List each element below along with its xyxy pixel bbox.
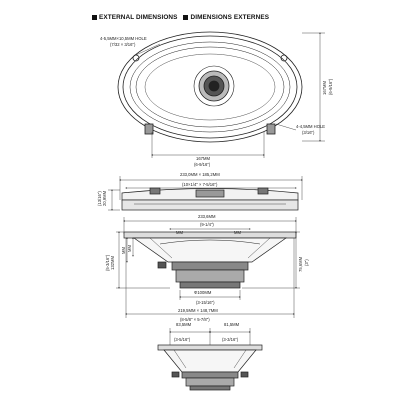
front-view [108, 176, 303, 211]
bottom-right-dim-in: (3-3/16") [222, 337, 239, 342]
side-left-dim-a: 132MM [110, 256, 115, 270]
front-height-dim-in: (13/16") [97, 191, 102, 206]
top-height-dim: 167MM [322, 81, 327, 95]
side-bottom-dim-b-in: (8-5/8" × 5-7/8") [180, 317, 210, 322]
top-width-dim-in: (6-9/16") [194, 162, 211, 167]
cone [144, 53, 276, 121]
bottom-view [157, 328, 263, 391]
side-view [116, 217, 300, 318]
surround-outer [129, 41, 291, 133]
frame-rim [122, 35, 298, 139]
side-bottom-dim-b: 219,5MM × 148,7MM [178, 308, 218, 313]
front-width-dim: 233,0MM × 185,2MM [180, 172, 220, 177]
header-fr-label: DIMENSIONS EXTERNES [190, 13, 270, 21]
top-view [117, 31, 325, 158]
mount-tab-left [144, 123, 154, 135]
mount-hole [280, 54, 288, 62]
bottom-left-dim-in: (3-5/16") [174, 337, 191, 342]
top-hole-dim: 4-5,5MM×10,5MM HOLE [100, 36, 147, 41]
side-hole-dim-in: (3/16") [302, 130, 315, 135]
top-width-dim: 167MM [196, 156, 210, 161]
side-bottom-dim-a-in: (3-15/16") [196, 300, 215, 305]
tweeter-center [208, 80, 220, 92]
header: EXTERNAL DIMENSIONS DIMENSIONS EXTERNES [92, 12, 269, 22]
mount-tab-right [266, 123, 276, 135]
square-bullet-icon [92, 14, 97, 20]
side-top-dim-in: (9-1/4") [200, 222, 214, 227]
side-inner-dim-a: MM [176, 230, 183, 235]
side-left-dim-b: MM [121, 247, 126, 254]
outer-frame [117, 31, 303, 143]
side-bottom-dim-a: Φ100MM [194, 290, 212, 295]
top-height-dim-in: (6-9/16") [328, 78, 333, 95]
side-top-dim: 233,6MM [198, 214, 216, 219]
bottom-left-dim: 83,5MM [176, 322, 192, 327]
surround-inner [135, 46, 285, 128]
side-depth-dim-in: (3") [304, 259, 309, 266]
square-bullet-icon [183, 14, 189, 20]
tweeter-ring [193, 65, 235, 107]
side-left-dim-c: MM [127, 245, 132, 252]
header-en: EXTERNAL DIMENSIONS [92, 14, 177, 21]
side-depth-dim: 75,6MM [298, 256, 303, 272]
bottom-right-dim: 81,5MM [224, 322, 240, 327]
side-hole-dim: 4-4,5MM HOLE [296, 124, 325, 129]
front-height-dim: 20,9MM [102, 190, 107, 206]
side-inner-dim-b: MM [234, 230, 241, 235]
top-hole-dim-in: (7/32 × 3/16") [110, 42, 136, 47]
front-width-dim-in: (10×1/4" × 7-5/16") [182, 182, 218, 187]
header-en-label: EXTERNAL DIMENSIONS [99, 13, 178, 21]
header-fr: DIMENSIONS EXTERNES [183, 14, 269, 21]
side-left-dim-a-in: (5-3/16") [105, 254, 110, 271]
